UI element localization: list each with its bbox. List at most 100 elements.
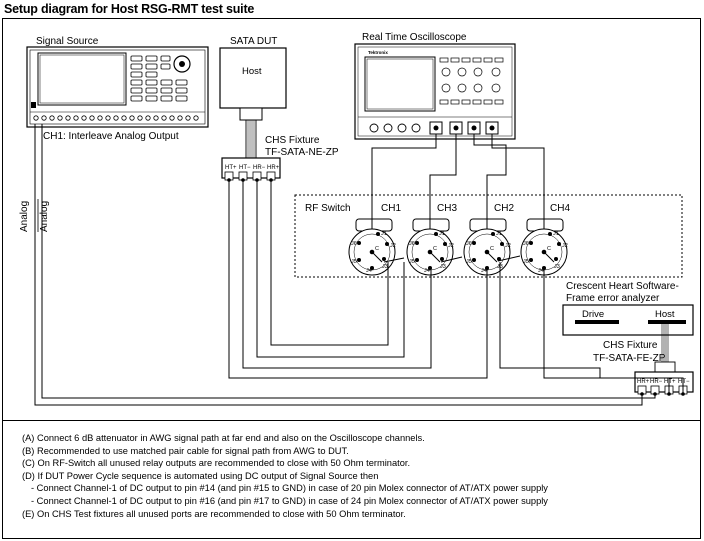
- svg-text:J5: J5: [409, 259, 415, 265]
- cable-scope-ch1: [371, 134, 437, 229]
- analyzer-label-line2: Frame error analyzer: [566, 293, 660, 304]
- relay-ch4: [520, 228, 568, 276]
- analyzer-host-label: Host: [655, 309, 675, 320]
- svg-text:C: C: [375, 246, 379, 252]
- svg-text:J4: J4: [424, 268, 430, 274]
- svg-text:J5: J5: [523, 259, 529, 265]
- note-e: (E) On CHS Test fixtures all unused port…: [22, 508, 406, 519]
- svg-text:J1: J1: [553, 231, 559, 237]
- relay-ch4-pin-labels: J1 J2 J3 J4 J5 J6 C: [523, 231, 568, 274]
- cable-relay-link-3: [497, 255, 521, 262]
- diagram-frame: [2, 18, 701, 539]
- oscilloscope-screen: [364, 56, 436, 112]
- rf-switch-ch2-label: CH2: [494, 203, 514, 214]
- note-d-sub-1: - Connect Channel-1 of DC output to pin …: [31, 483, 548, 494]
- svg-text:J6: J6: [466, 241, 472, 247]
- oscilloscope-instrument: Tektronix: [354, 43, 516, 140]
- chs-near-port-ht-minus: HT−: [239, 165, 251, 171]
- cable-near-ht-plus: [228, 180, 488, 379]
- svg-text:J4: J4: [481, 268, 487, 274]
- svg-text:C: C: [547, 246, 551, 252]
- signal-source-label: Signal Source: [36, 36, 99, 47]
- oscilloscope-brand: Tektronix: [368, 50, 388, 55]
- analyzer-label-line1: Crescent Heart Software-: [566, 281, 679, 292]
- relay-ch1-pin-labels: J1 J2 J3 J4 J5 J6 C: [351, 231, 396, 274]
- chs-far-port-hr-minus: HR−: [650, 379, 663, 385]
- svg-text:J5: J5: [466, 259, 472, 265]
- sata-dut-host-label: Host: [242, 66, 262, 77]
- chs-fixture-far-label: CHS Fixture: [603, 340, 658, 351]
- relay-ch2: [463, 228, 511, 276]
- cable-near-hr-plus: [270, 180, 389, 346]
- chs-fixture-far-part: TF-SATA-FE-ZP: [593, 353, 666, 364]
- sata-dut-connector: [239, 107, 263, 121]
- cable-analog: [34, 124, 643, 406]
- chs-fixture-near-label: CHS Fixture: [265, 135, 320, 146]
- note-d: (D) If DUT Power Cycle sequence is autom…: [22, 470, 379, 481]
- cable-near-ht-minus: [242, 180, 432, 369]
- rf-switch-ch4-label: CH4: [550, 203, 570, 214]
- note-b: (B) Recommended to use matched pair cabl…: [22, 445, 349, 456]
- note-d-sub-2: - Connect Channel-1 of DC output to pin …: [31, 495, 548, 506]
- rf-switch-indicators: [355, 218, 564, 232]
- page-title: Setup diagram for Host RSG-RMT test suit…: [4, 2, 255, 16]
- chs-far-port-ht-minus: HT−: [678, 379, 690, 385]
- cable-scope-ch2: [473, 134, 507, 229]
- chs-near-port-hr-plus: HR+: [267, 165, 280, 171]
- svg-text:J4: J4: [538, 268, 544, 274]
- svg-text:J1: J1: [439, 231, 445, 237]
- relay-ch3: [406, 228, 454, 276]
- svg-text:J2: J2: [562, 243, 568, 249]
- relay-ch3-pin-labels: J1 J2 J3 J4 J5 J6 C: [409, 231, 454, 274]
- svg-text:J3: J3: [382, 264, 388, 270]
- chs-fixture-far-board: [634, 324, 694, 395]
- cable-analog-bar: [41, 124, 656, 399]
- cables: [34, 124, 684, 406]
- svg-text:J5: J5: [351, 259, 357, 265]
- svg-text:J1: J1: [381, 231, 387, 237]
- analyzer-drive-label: Drive: [582, 309, 604, 320]
- svg-text:J6: J6: [409, 241, 415, 247]
- cable-scope-ch3: [429, 134, 457, 229]
- signal-source-screen: [37, 52, 127, 106]
- rf-switch-ch1-label: CH1: [381, 203, 401, 214]
- svg-text:J6: J6: [523, 241, 529, 247]
- chs-far-port-hr-plus: HR+: [637, 379, 650, 385]
- cable-relay-link-2: [440, 256, 463, 263]
- rf-switch-label: RF Switch: [305, 203, 351, 214]
- cable-scope-ch4: [491, 134, 545, 229]
- analog-bar-label: Analog: [39, 201, 50, 232]
- sata-dut-label: SATA DUT: [230, 36, 277, 47]
- svg-text:J2: J2: [390, 243, 396, 249]
- oscilloscope-label: Real Time Oscilloscope: [362, 32, 467, 43]
- signal-source-instrument: [26, 46, 209, 128]
- cable-connector-dots: [227, 178, 685, 396]
- svg-text:J2: J2: [448, 243, 454, 249]
- cable-relay-link-1: [383, 257, 405, 263]
- chs-far-port-ht-plus: HT+: [664, 379, 676, 385]
- cable-relay-ch2-to-far: [499, 262, 670, 394]
- sata-dut-box: [219, 47, 287, 109]
- cable-relay-ch4-to-far: [543, 270, 684, 394]
- svg-text:C: C: [490, 246, 494, 252]
- svg-text:J3: J3: [440, 264, 446, 270]
- svg-text:J6: J6: [351, 241, 357, 247]
- svg-text:J1: J1: [496, 231, 502, 237]
- note-c: (C) On RF-Switch all unused relay output…: [22, 458, 411, 469]
- rf-switch-ch3-label: CH3: [437, 203, 457, 214]
- analog-label: Analog: [19, 201, 30, 232]
- svg-text:J2: J2: [505, 243, 511, 249]
- note-a: (A) Connect 6 dB attenuator in AWG signa…: [22, 433, 425, 443]
- analyzer-host-slot: [648, 320, 686, 324]
- notes-list: (A) Connect 6 dB attenuator in AWG signa…: [22, 432, 698, 520]
- analyzer-drive-slot: [575, 320, 619, 324]
- svg-text:C: C: [433, 246, 437, 252]
- rf-switch-box: [294, 194, 683, 278]
- chs-near-port-hr-minus: HR−: [253, 165, 266, 171]
- relay-ch1: [348, 228, 396, 276]
- signal-source-output-label: CH1: Interleave Analog Output: [43, 131, 179, 142]
- svg-text:J4: J4: [366, 268, 372, 274]
- chs-fixture-near-part: TF-SATA-NE-ZP: [265, 147, 339, 158]
- svg-text:J3: J3: [554, 264, 560, 270]
